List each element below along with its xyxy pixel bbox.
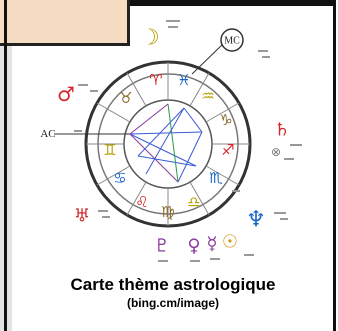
frame-top-border (130, 0, 336, 6)
caption: Carte thème astrologique (bing.cm/image) (12, 274, 334, 311)
caption-source: (bing.cm/image) (12, 295, 334, 311)
caption-title: Carte thème astrologique (12, 274, 334, 295)
